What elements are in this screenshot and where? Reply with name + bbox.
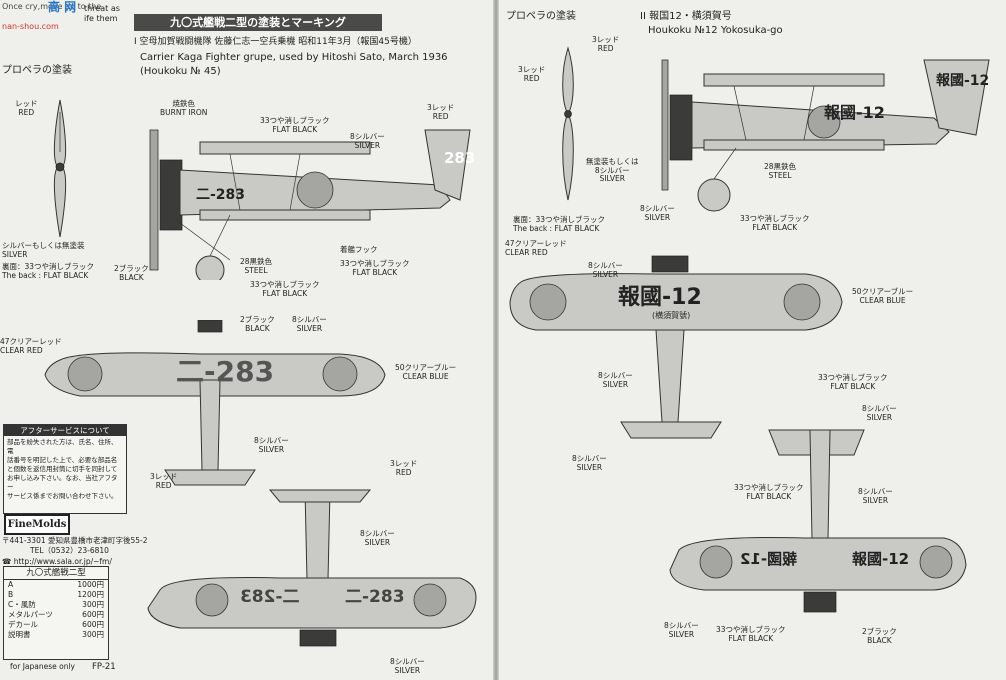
aircraft-2-side-view bbox=[661, 59, 990, 212]
address-line-2: TEL（0532）23-6810 bbox=[30, 546, 109, 555]
website-link[interactable]: ☎ http://www.sala.or.jp/~fm/ bbox=[2, 557, 112, 566]
aircraft-2-tail-marking: 報國-12 bbox=[936, 73, 990, 89]
top-note-line-3: ife them bbox=[84, 14, 118, 23]
aircraft-1-side-view bbox=[149, 129, 471, 280]
after-service-title: アフターサービスについて bbox=[4, 425, 126, 436]
section-1-en-sub: (Houkoku № 45) bbox=[140, 66, 221, 77]
watermark-logo: Once cry,move an to the 高 网 nan-shou.com bbox=[0, 0, 101, 32]
after-service-body: 部品を紛失された方は、氏名、住所、電 話番号を明記した上で、必要な部品名 と個数… bbox=[7, 438, 118, 500]
aircraft-2-underwing-marking: 報國-12 bbox=[852, 550, 910, 568]
right-propeller-heading: プロペラの塗装 bbox=[506, 11, 576, 22]
aircraft-1-side-marking: 二-283 bbox=[196, 187, 246, 203]
aircraft-1-wing-marking: 二-283 bbox=[176, 355, 275, 388]
left-propeller-drawing bbox=[53, 99, 67, 238]
aircraft-2-wing-sub-marking: (横須賀號) bbox=[652, 311, 691, 320]
price-table-title: 九〇式艦戦二型 bbox=[4, 567, 108, 580]
section-2-en-title: Houkoku №12 Yokosuka-go bbox=[648, 25, 783, 36]
brand-logo: FineMolds bbox=[4, 514, 70, 535]
after-service-box: アフターサービスについて 部品を紛失された方は、氏名、住所、電 話番号を明記した… bbox=[3, 424, 127, 514]
left-propeller-heading: プロペラの塗装 bbox=[2, 65, 72, 76]
callout-hook: 着艦フック bbox=[340, 245, 378, 254]
aircraft-1-bottom-view bbox=[147, 489, 477, 647]
aircraft-1-underwing-mirror-marking: 二-283 bbox=[240, 587, 300, 607]
aircraft-2-side-marking: 報國-12 bbox=[824, 103, 885, 122]
right-propeller-drawing bbox=[562, 46, 574, 201]
watermark-cn: 高 网 bbox=[48, 0, 77, 14]
aircraft-2-top-view bbox=[509, 255, 843, 439]
address-line-1: 〒441-3301 愛知県豊橋市老津町字後55-2 bbox=[2, 536, 148, 545]
aircraft-2-wing-marking: 報國-12 bbox=[618, 285, 702, 310]
page-title-banner: 九〇式艦戦二型の塗装とマーキング bbox=[134, 14, 382, 31]
page-gutter bbox=[493, 0, 499, 680]
japan-only-note: for Japanese only bbox=[10, 662, 75, 671]
top-note-line-2: threat as bbox=[84, 4, 120, 13]
section-1-en-title: Carrier Kaga Fighter grupe, used by Hito… bbox=[140, 52, 448, 63]
watermark-url: nan-shou.com bbox=[2, 22, 59, 31]
aircraft-1-top-view bbox=[44, 320, 386, 486]
section-1-jp-title: I 空母加賀戦闘機隊 佐藤仁志一空兵乗機 昭和11年3月（報国45号機） bbox=[134, 37, 417, 47]
aircraft-2-underwing-mirror-marking: 報國-12 bbox=[740, 550, 798, 568]
aircraft-2-bottom-view bbox=[669, 429, 967, 613]
top-note-line-1: Once cry,move an to the bbox=[2, 2, 102, 11]
model-code: FP-21 bbox=[92, 662, 116, 672]
aircraft-1-tail-code: 283 bbox=[444, 149, 476, 167]
aircraft-1-underwing-marking: 二-283 bbox=[345, 587, 405, 607]
section-2-jp-title: II 報国12・横須賀号 bbox=[640, 11, 732, 22]
